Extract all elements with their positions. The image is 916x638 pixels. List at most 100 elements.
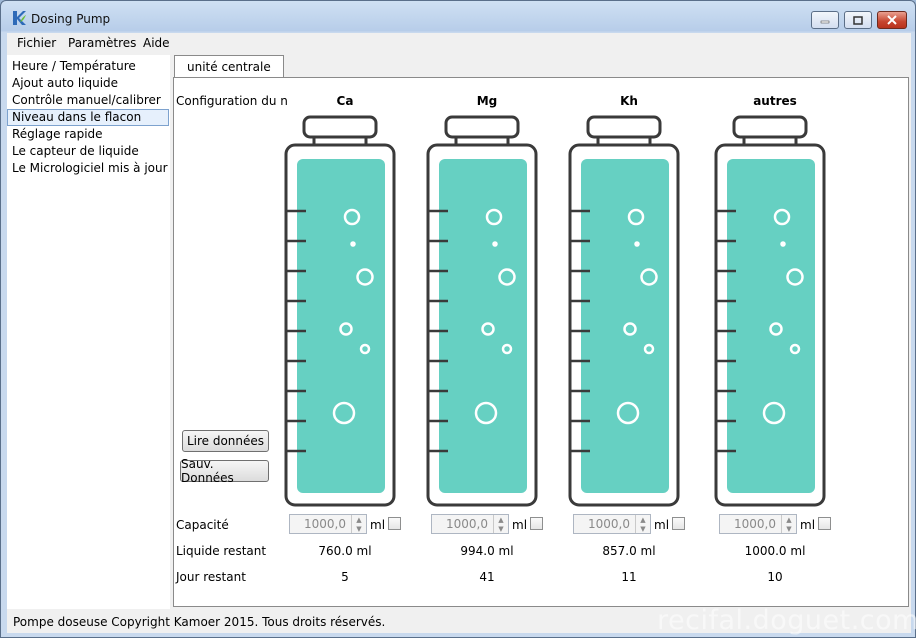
sidebar: Heure / Température Ajout auto liquide C…: [7, 55, 170, 609]
spinner-up-icon[interactable]: ▲: [786, 515, 792, 524]
status-bar: Pompe doseuse Copyright Kamoer 2015. Tou…: [7, 613, 911, 633]
watermark-text: recifal.doguet.com: [657, 605, 916, 636]
capacity-spinner-mg[interactable]: 1000,0 ▲ ▼: [431, 514, 509, 534]
bubble-icon: [627, 208, 645, 226]
bubble-icon: [350, 241, 356, 247]
spinner-down-icon[interactable]: ▼: [786, 524, 792, 533]
remaining-days-label: Jour restant: [176, 570, 246, 584]
title-bar[interactable]: Dosing Pump: [1, 1, 915, 33]
maximize-button[interactable]: [844, 11, 872, 29]
remaining-days-ca: 5: [341, 570, 349, 584]
capacity-label: Capacité: [176, 518, 229, 532]
bubble-icon: [356, 268, 374, 286]
bubble-icon: [343, 208, 361, 226]
spinner-up-icon[interactable]: ▲: [640, 515, 646, 524]
sidebar-item-firmware-update[interactable]: Le Micrologiciel mis à jour: [12, 161, 168, 175]
bottle-cap: [444, 115, 520, 139]
bubble-icon: [769, 322, 783, 336]
bubble-icon: [789, 343, 801, 355]
bubble-icon: [773, 208, 791, 226]
menu-file[interactable]: Fichier: [17, 36, 57, 50]
bottle-cap: [732, 115, 808, 139]
bubble-icon: [634, 241, 640, 247]
bubble-icon: [762, 401, 786, 425]
capacity-value: 1000,0: [734, 517, 776, 531]
kamoer-logo-icon: [13, 11, 26, 25]
capacity-spinner-ca[interactable]: 1000,0 ▲ ▼: [289, 514, 367, 534]
window-title: Dosing Pump: [31, 12, 111, 26]
copyright-text: Pompe doseuse Copyright Kamoer 2015. Tou…: [13, 615, 386, 629]
bottle-cap: [302, 115, 378, 139]
tab-panel: Configuration du nom Ca Mg Kh autres Lir…: [173, 77, 909, 607]
bubble-icon: [339, 322, 353, 336]
capacity-checkbox-other[interactable]: [818, 517, 831, 530]
bottle-name-ca: Ca: [336, 94, 354, 108]
menu-help[interactable]: Aide: [143, 36, 170, 50]
bubble-icon: [623, 322, 637, 336]
bubble-icon: [640, 268, 658, 286]
remaining-liquid-kh: 857.0 ml: [602, 544, 656, 558]
sidebar-item-manual-calibrate[interactable]: Contrôle manuel/calibrer: [12, 93, 161, 107]
capacity-unit: ml: [800, 518, 816, 532]
remaining-liquid-other: 1000.0 ml: [744, 544, 806, 558]
sidebar-item-auto-add[interactable]: Ajout auto liquide: [12, 76, 119, 90]
bubble-icon: [786, 268, 804, 286]
bubble-icon: [501, 343, 513, 355]
bottle-graphic-kh: [568, 115, 680, 507]
spinner-up-icon[interactable]: ▲: [356, 515, 362, 524]
bottle-graphic-ca: [284, 115, 396, 507]
capacity-value: 1000,0: [304, 517, 346, 531]
bubble-icon: [616, 401, 640, 425]
bubble-icon: [492, 241, 498, 247]
capacity-checkbox-ca[interactable]: [388, 517, 401, 530]
bubble-icon: [359, 343, 371, 355]
capacity-unit: ml: [370, 518, 386, 532]
sidebar-item-quick-setup[interactable]: Réglage rapide: [12, 127, 103, 141]
maximize-icon: [853, 15, 863, 25]
minimize-icon: [820, 20, 830, 24]
spinner-up-icon[interactable]: ▲: [498, 515, 504, 524]
config-name-label: Configuration du nom: [176, 94, 287, 108]
remaining-liquid-ca: 760.0 ml: [318, 544, 372, 558]
remaining-days-other: 10: [767, 570, 783, 584]
bubble-icon: [481, 322, 495, 336]
read-data-button[interactable]: Lire données: [182, 430, 269, 452]
bottle-graphic-other: [714, 115, 826, 507]
capacity-value: 1000,0: [588, 517, 630, 531]
minimize-button[interactable]: [811, 11, 839, 29]
tab-central-unit[interactable]: unité centrale: [174, 55, 284, 78]
bubble-icon: [780, 241, 786, 247]
bottle-cap: [586, 115, 662, 139]
close-icon: [887, 15, 897, 25]
bubble-icon: [485, 208, 503, 226]
spinner-down-icon[interactable]: ▼: [356, 524, 362, 533]
menu-parameters[interactable]: Paramètres: [68, 36, 137, 50]
client-area: Heure / Température Ajout auto liquide C…: [7, 53, 911, 613]
bottle-name-kh: Kh: [620, 94, 638, 108]
sidebar-item-liquid-sensor[interactable]: Le capteur de liquide: [12, 144, 139, 158]
bubble-icon: [643, 343, 655, 355]
sidebar-item-time-temperature[interactable]: Heure / Température: [12, 59, 136, 73]
spinner-buttons: ▲ ▼: [493, 515, 508, 533]
sidebar-item-bottle-level[interactable]: Niveau dans le flacon: [7, 109, 169, 126]
capacity-unit: ml: [654, 518, 670, 532]
bottle-name-other: autres: [753, 94, 797, 108]
spinner-buttons: ▲ ▼: [781, 515, 796, 533]
bottle-name-mg: Mg: [476, 94, 498, 108]
spinner-down-icon[interactable]: ▼: [498, 524, 504, 533]
menu-bar: Fichier Paramètres Aide: [7, 33, 911, 53]
save-data-button[interactable]: Sauv. Données: [180, 457, 269, 485]
bubble-icon: [332, 401, 356, 425]
spinner-buttons: ▲ ▼: [635, 515, 650, 533]
spinner-down-icon[interactable]: ▼: [640, 524, 646, 533]
remaining-days-kh: 11: [621, 570, 637, 584]
bubble-icon: [474, 401, 498, 425]
capacity-checkbox-kh[interactable]: [672, 517, 685, 530]
tab-strip: unité centrale: [172, 55, 911, 78]
capacity-spinner-kh[interactable]: 1000,0 ▲ ▼: [573, 514, 651, 534]
close-button[interactable]: [877, 11, 907, 29]
bottle-graphic-mg: [426, 115, 538, 507]
capacity-checkbox-mg[interactable]: [530, 517, 543, 530]
bubble-icon: [498, 268, 516, 286]
capacity-spinner-other[interactable]: 1000,0 ▲ ▼: [719, 514, 797, 534]
